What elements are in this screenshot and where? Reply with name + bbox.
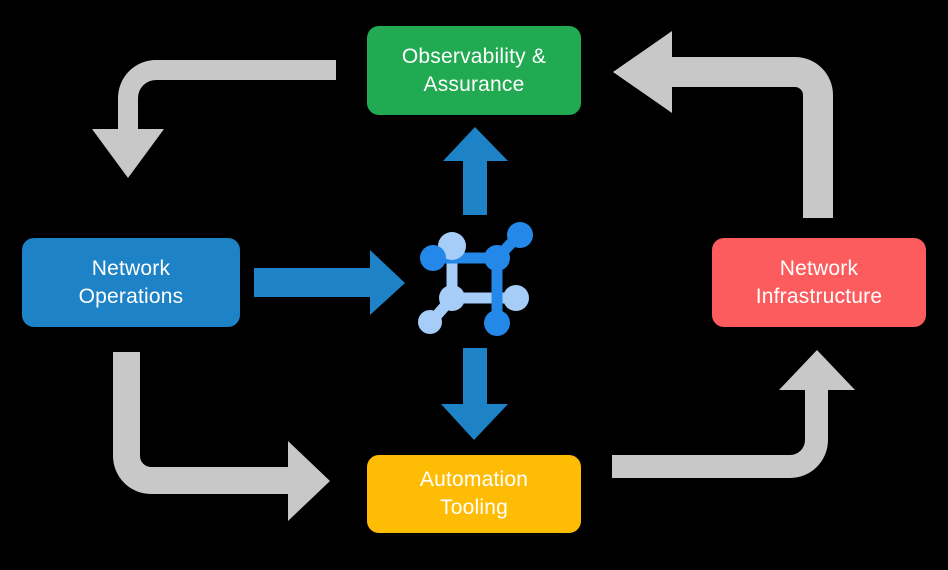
node-label-line2: Infrastructure: [755, 284, 883, 308]
node-label-line2: Operations: [78, 284, 184, 308]
icon-node-left-dark: [420, 245, 446, 271]
node-label-line1: Network: [91, 256, 171, 280]
arrow-automation-to-infrastructure: [612, 350, 855, 478]
node-box-observability-assurance[interactable]: Observability & Assurance: [367, 26, 581, 115]
node-label: Network Operations: [79, 255, 184, 310]
node-box-network-operations[interactable]: Network Operations: [22, 238, 240, 327]
icon-node-center-dark: [484, 245, 510, 271]
node-label-line2: Tooling: [440, 496, 508, 519]
arrow-center-to-automation: [441, 348, 508, 440]
arrow-ops-to-center: [254, 250, 405, 315]
node-label: Network Infrastructure: [756, 255, 883, 310]
icon-node-top-light: [438, 232, 466, 260]
arrow-observability-to-ops: [92, 60, 336, 178]
icon-node-mid-light: [439, 285, 465, 311]
icon-node-top-right-dark: [507, 222, 533, 248]
node-label-line1: Observability &: [401, 44, 547, 68]
node-label-line1: Automation: [419, 468, 529, 492]
node-label: Automation Tooling: [420, 466, 528, 521]
node-box-network-infrastructure[interactable]: Network Infrastructure: [712, 238, 926, 327]
arrow-infrastructure-to-observability: [613, 31, 833, 218]
icon-node-bottom-left-light: [418, 310, 442, 334]
arrow-center-to-observability: [443, 127, 508, 215]
icon-node-bottom-dark: [484, 310, 510, 336]
icon-node-right-light: [503, 285, 529, 311]
node-label-line2: Assurance: [423, 72, 525, 96]
node-label-line1: Network: [779, 256, 859, 280]
node-box-automation-tooling[interactable]: Automation Tooling: [367, 455, 581, 533]
arrow-ops-to-automation: [113, 352, 330, 521]
node-label: Observability & Assurance: [402, 43, 546, 98]
